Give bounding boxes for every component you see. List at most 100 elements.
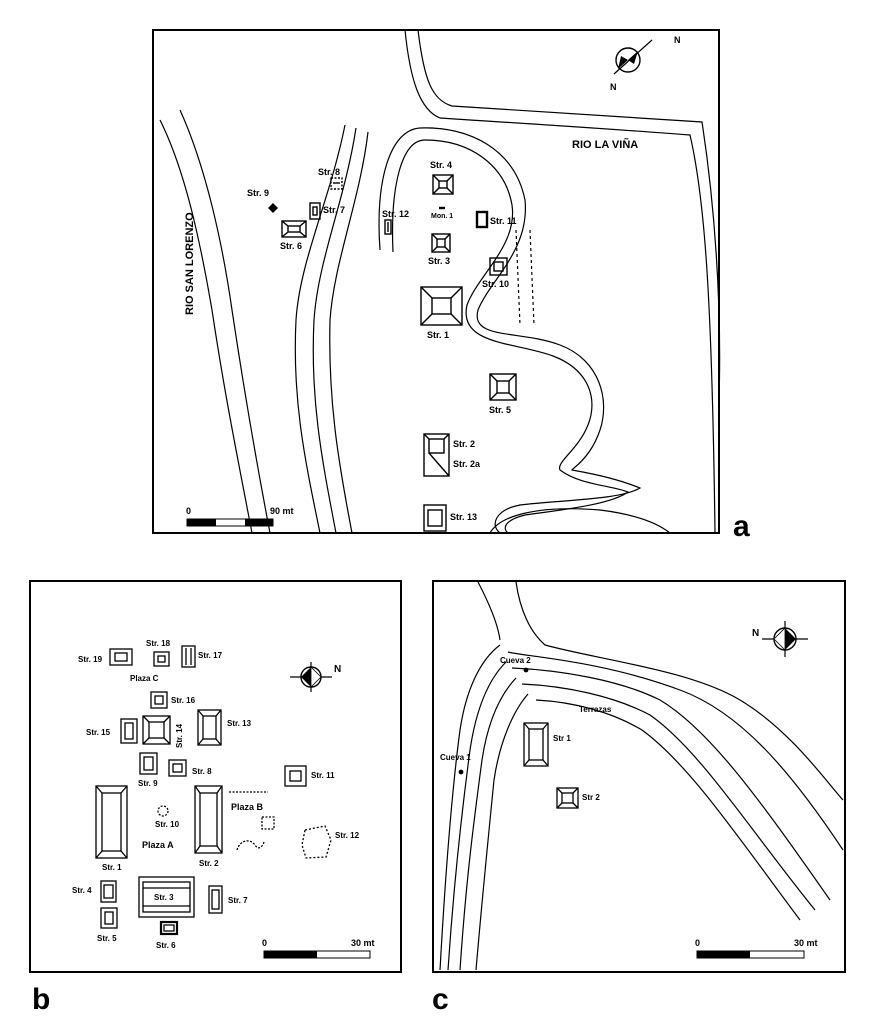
label-c-str1: Str 1: [553, 734, 571, 743]
scale-bar-b: [263, 950, 371, 959]
panel-b-structures: [95, 645, 332, 936]
panel-b-frame: [29, 580, 402, 973]
label-a-str2a: Str. 2a: [453, 459, 481, 469]
label-c-str2: Str 2: [582, 793, 600, 802]
structure-a-11: [475, 210, 489, 229]
label-b-str19: Str. 19: [78, 655, 103, 664]
label-b-str11: Str. 11: [311, 771, 335, 780]
structure-b-12: [301, 825, 332, 859]
north-arrow-b: [290, 662, 332, 692]
label-a-str13: Str. 13: [450, 512, 477, 522]
structure-b-4: [100, 880, 117, 903]
label-b-str4: Str. 4: [72, 886, 92, 895]
label-a-str11: Str. 11: [490, 216, 517, 226]
structure-c-2: [556, 787, 579, 809]
structure-b-11: [284, 765, 307, 787]
structure-a-12: [384, 219, 392, 235]
north-arrow-c: [762, 621, 808, 657]
label-b-str13: Str. 13: [227, 719, 252, 728]
structure-a-1: [420, 286, 463, 326]
label-b-str5: Str. 5: [97, 934, 117, 943]
north-label-a-2: N: [610, 82, 617, 92]
label-b-str3: Str. 3: [154, 893, 174, 902]
structure-b-16: [150, 691, 168, 709]
label-a-str1: Str. 1: [427, 330, 449, 340]
structure-b-19: [109, 648, 133, 666]
label-a-str4: Str. 4: [430, 160, 452, 170]
panel-c-terrain-lines: [439, 581, 844, 971]
scale-c-start: 0: [695, 938, 700, 948]
label-c-cueva2: Cueva 2: [500, 656, 531, 665]
structure-a-10: [489, 257, 508, 276]
map-panel-b: Str. 19 Str. 18 Str. 17 Plaza C Str. 16 …: [29, 580, 402, 1016]
scale-b-start: 0: [262, 938, 267, 948]
panel-a-structures: [268, 174, 517, 532]
structure-a-13: [423, 504, 447, 532]
map-panel-a: RIO SAN LORENZO RIO LA VIÑA Str. 8 Str. …: [152, 29, 750, 543]
structure-b-7: [208, 885, 223, 914]
structure-b-18: [153, 651, 170, 667]
river-label-san-lorenzo: RIO SAN LORENZO: [184, 212, 196, 315]
scale-a-start: 0: [186, 506, 191, 516]
structure-b-plaza-b-feature: [261, 816, 275, 830]
scale-bar-c: [696, 950, 805, 959]
label-c-terrazas: Terrazas: [579, 705, 612, 714]
structure-b-10: [157, 805, 169, 817]
structure-a-3: [431, 233, 451, 253]
label-b-str1: Str. 1: [102, 863, 122, 872]
label-c-cueva1: Cueva 1: [440, 753, 471, 762]
river-label-la-vina: RIO LA VIÑA: [572, 138, 638, 151]
cave-2-marker: [523, 667, 529, 673]
label-a-str7: Str. 7: [323, 205, 345, 215]
structure-b-13: [197, 709, 222, 746]
structure-b-8: [168, 759, 187, 777]
north-label-c: N: [752, 628, 759, 639]
panel-label-c: c: [432, 983, 449, 1016]
structure-b-9: [139, 752, 158, 775]
scale-b-end: 30 mt: [351, 938, 375, 948]
label-b-plaza-b: Plaza B: [231, 802, 264, 812]
structure-b-17: [181, 645, 196, 668]
structure-b-3: [138, 876, 195, 918]
label-a-str5: Str. 5: [489, 405, 511, 415]
structure-a-6: [281, 220, 307, 238]
label-a-str9: Str. 9: [247, 188, 269, 198]
label-a-str10: Str. 10: [482, 279, 509, 289]
label-b-str16: Str. 16: [171, 696, 196, 705]
panel-label-b: b: [32, 983, 50, 1016]
scale-c-end: 30 mt: [794, 938, 818, 948]
label-b-str14: Str. 14: [175, 723, 184, 748]
label-a-str2: Str. 2: [453, 439, 475, 449]
structure-b-1: [95, 785, 128, 859]
north-label-b: N: [334, 664, 341, 675]
map-panel-c: Cueva 2 Cueva 1 Terrazas Str 1 Str 2 N 0…: [432, 580, 846, 1016]
label-a-str8: Str. 8: [318, 167, 340, 177]
structure-a-5: [489, 373, 517, 401]
label-b-str10: Str. 10: [155, 820, 180, 829]
label-b-plaza-a: Plaza A: [142, 840, 174, 850]
label-a-mon1: Mon. 1: [431, 213, 453, 220]
structure-a-8: [330, 177, 343, 190]
label-a-str12: Str. 12: [382, 209, 409, 219]
label-b-str2: Str. 2: [199, 859, 219, 868]
panel-c-frame: [432, 580, 846, 973]
label-b-str12: Str. 12: [335, 831, 360, 840]
label-a-str3: Str. 3: [428, 256, 450, 266]
label-b-plaza-c: Plaza C: [130, 674, 159, 683]
label-b-str6: Str. 6: [156, 941, 176, 950]
panel-c-structures: [523, 722, 579, 809]
structure-a-7: [309, 202, 321, 220]
panel-a-rivers: [159, 29, 721, 534]
label-b-str7: Str. 7: [228, 896, 248, 905]
structure-b-6: [159, 920, 179, 936]
structure-a-4: [432, 174, 454, 195]
label-a-str6: Str. 6: [280, 241, 302, 251]
panel-label-a: a: [733, 510, 750, 543]
cave-1-marker: [458, 769, 464, 775]
north-arrow-a: [613, 39, 653, 75]
structure-a-2: [423, 433, 450, 477]
structure-b-5: [100, 907, 118, 929]
structure-a-9: [268, 203, 278, 213]
label-b-str9: Str. 9: [138, 779, 158, 788]
structure-b-14: [142, 715, 171, 745]
